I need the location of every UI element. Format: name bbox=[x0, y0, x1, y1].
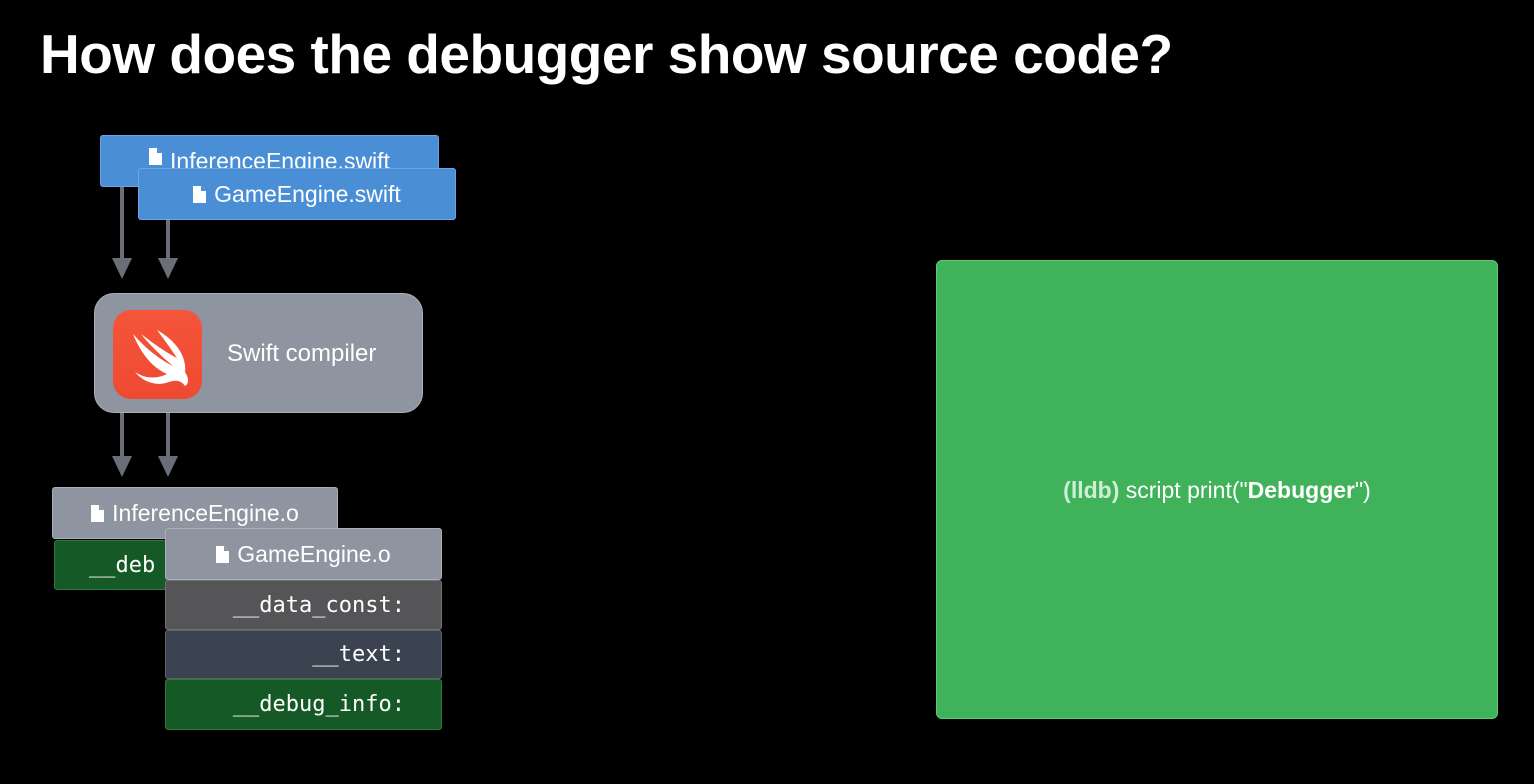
section-label: __debug_info: bbox=[232, 692, 405, 717]
object-file-name: InferenceEngine.o bbox=[112, 499, 299, 526]
data-const-section: __data_const: bbox=[165, 580, 442, 630]
arrow-head bbox=[158, 258, 178, 279]
source-file-game-engine: GameEngine.swift bbox=[138, 168, 456, 220]
arrow-head bbox=[158, 456, 178, 477]
lldb-prompt: (lldb) bbox=[1063, 477, 1120, 503]
section-label: __text: bbox=[312, 642, 405, 667]
debug-info-section: __debug_info: bbox=[165, 679, 442, 730]
file-icon bbox=[91, 504, 105, 522]
file-icon bbox=[149, 148, 163, 165]
slide-title: How does the debugger show source code? bbox=[40, 23, 1173, 85]
compiler-label: Swift compiler bbox=[227, 340, 377, 367]
object-file-name: GameEngine.o bbox=[237, 540, 391, 567]
swift-compiler: Swift compiler bbox=[94, 293, 423, 413]
arrow-head bbox=[112, 456, 132, 477]
file-icon bbox=[193, 185, 207, 203]
arrow-head bbox=[112, 258, 132, 279]
section-label: __data_const: bbox=[232, 592, 405, 618]
command-suffix: ") bbox=[1355, 477, 1371, 503]
object-file-game-engine: GameEngine.o bbox=[165, 528, 442, 580]
command-prefix: script print(" bbox=[1119, 477, 1248, 503]
swift-logo-icon bbox=[113, 310, 202, 399]
command-argument: Debugger bbox=[1247, 477, 1355, 503]
text-section: __text: bbox=[165, 630, 442, 679]
lldb-command: (lldb) script print("Debugger") bbox=[937, 477, 1497, 504]
section-label: __deb bbox=[89, 552, 156, 578]
lldb-console-panel: (lldb) script print("Debugger") bbox=[936, 260, 1498, 719]
file-icon bbox=[216, 545, 230, 563]
source-file-name: GameEngine.swift bbox=[214, 180, 401, 207]
